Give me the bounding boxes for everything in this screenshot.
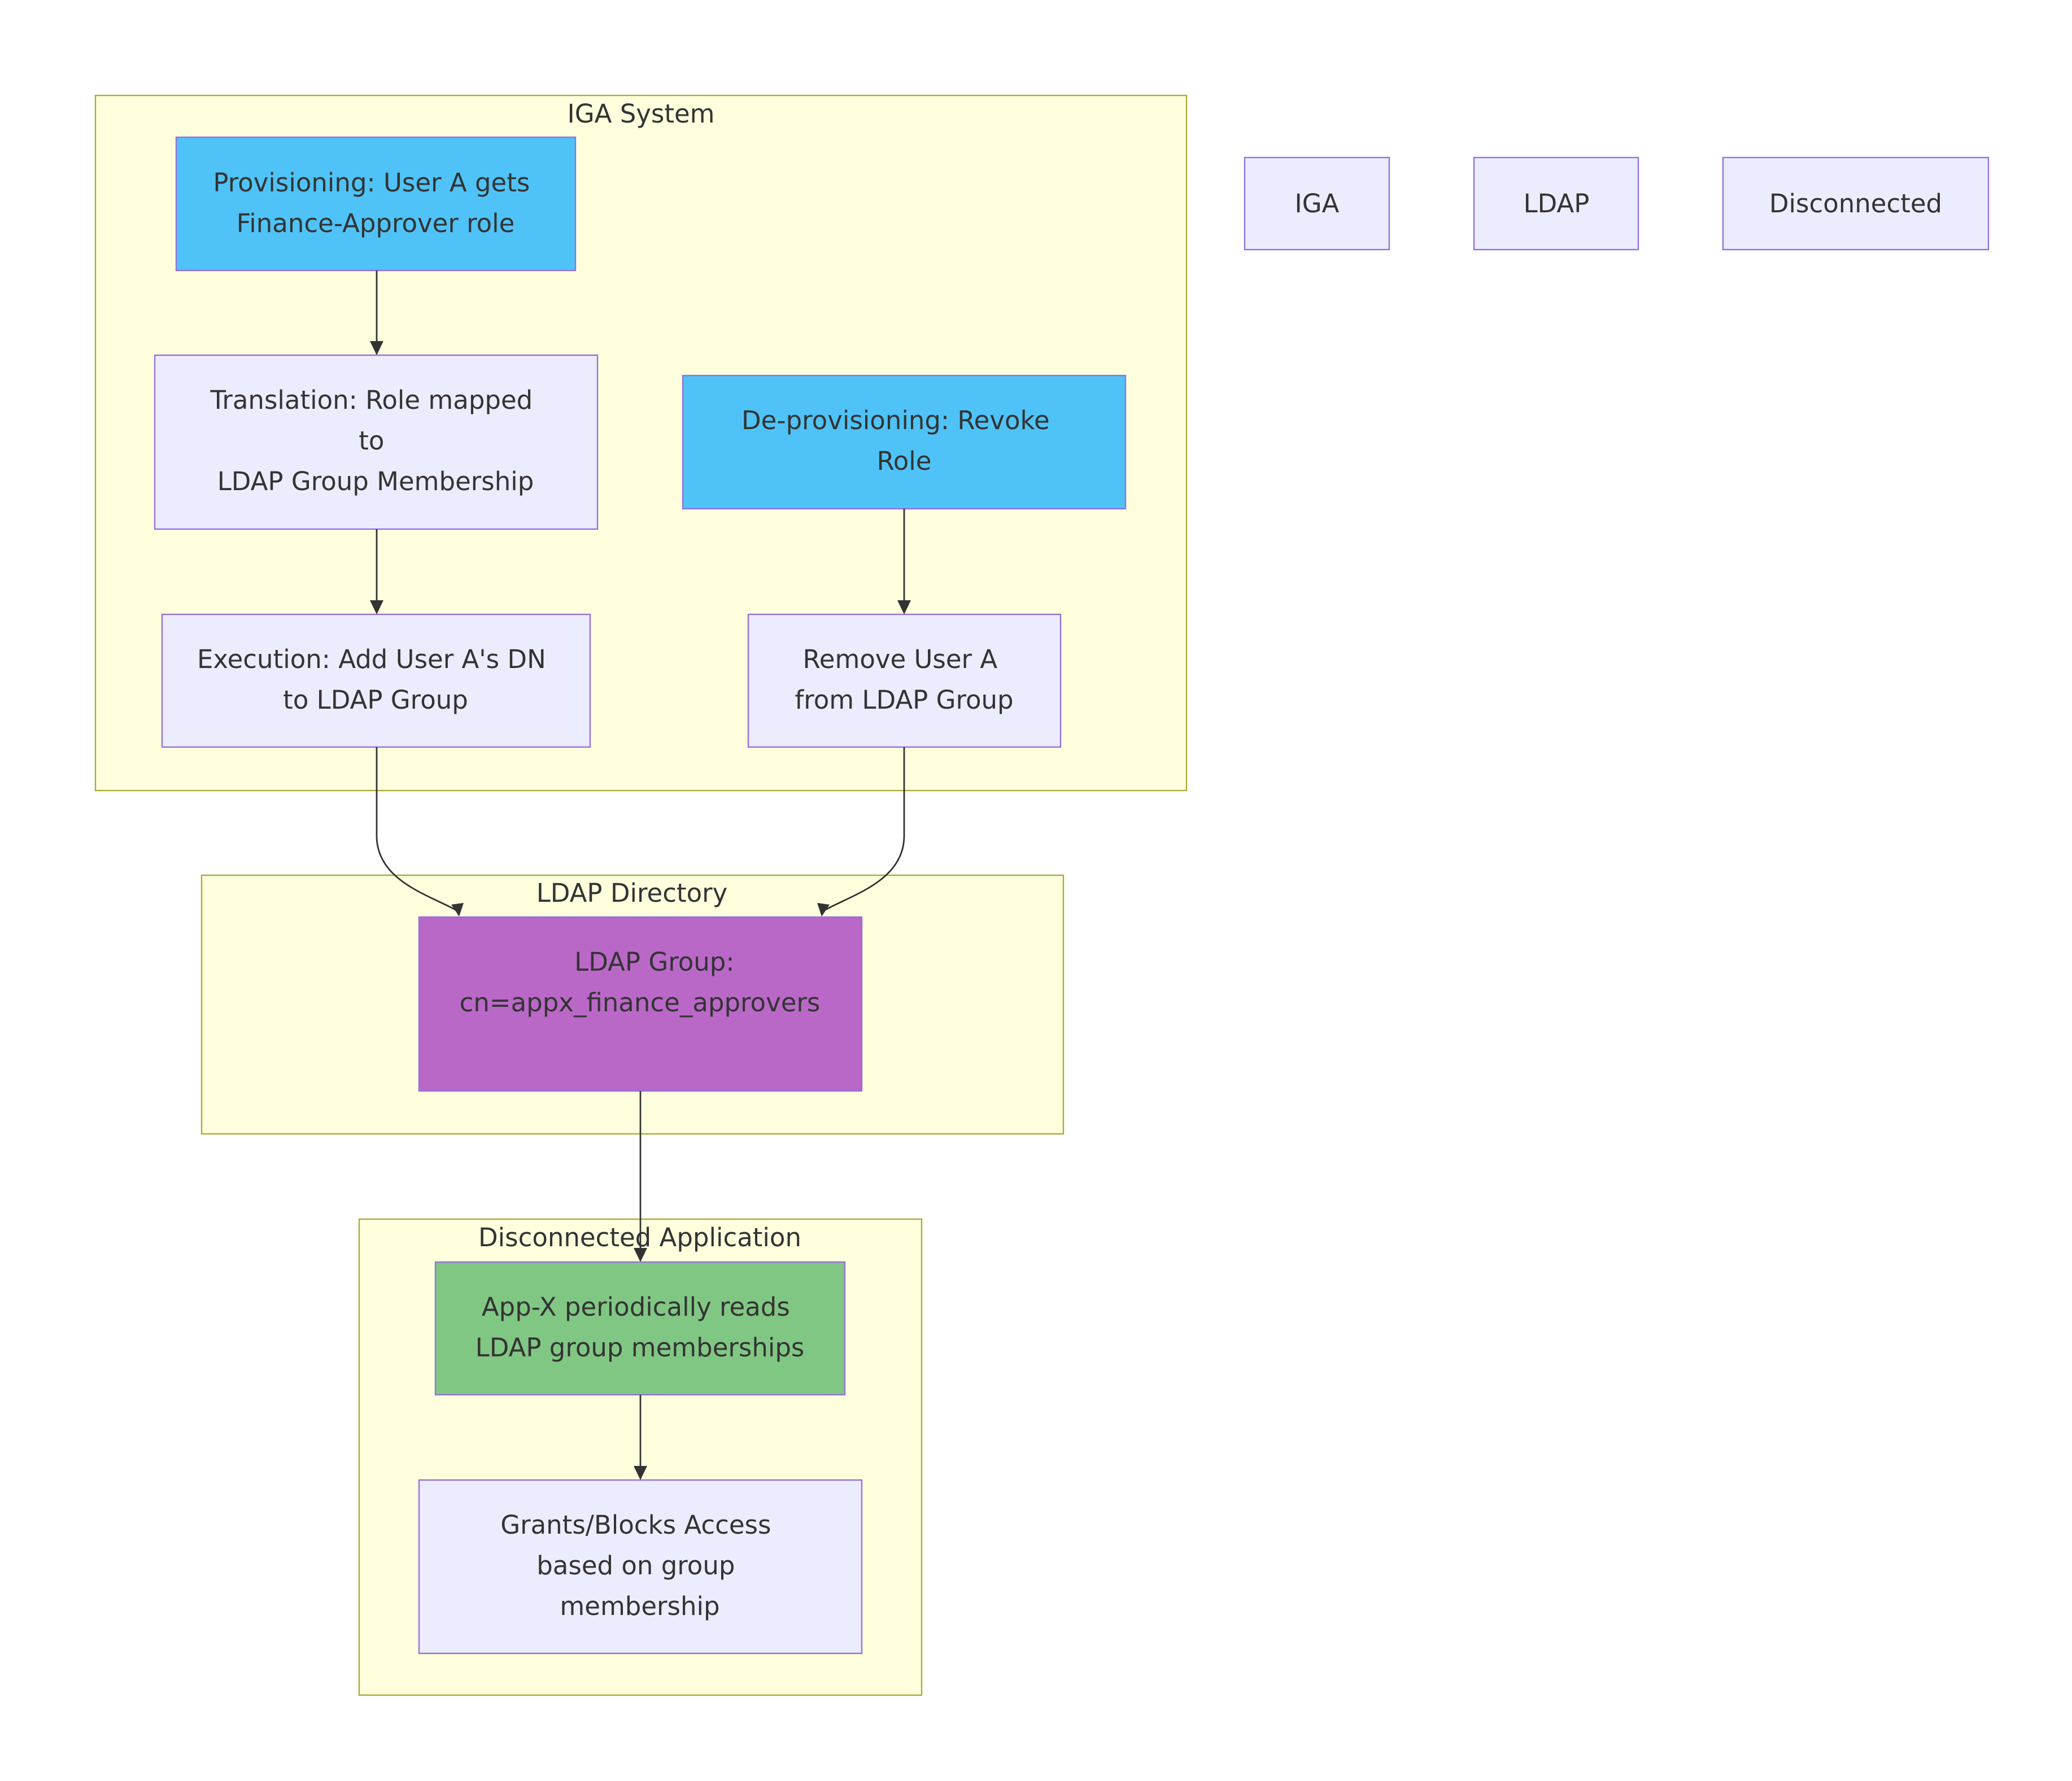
legend-iga-label: IGA — [1295, 189, 1340, 219]
arrow-deprovisioning-to-remove — [897, 600, 911, 614]
node-execution-line-1: Execution: Add User A's DN — [197, 644, 546, 674]
node-ldap-group[interactable]: LDAP Group: cn=appx_finance_approvers — [418, 916, 863, 1092]
node-deprovisioning-line-1: De-provisioning: Revoke — [741, 405, 1050, 435]
legend-disconnected-box — [1722, 156, 1990, 251]
node-translation-label: Translation: Role mapped to LDAP Group M… — [210, 385, 540, 496]
node-translation-box — [154, 354, 599, 530]
node-translation[interactable]: Translation: Role mapped to LDAP Group M… — [154, 354, 599, 530]
node-translation-line-1: Translation: Role mapped — [210, 385, 533, 415]
node-grants-access-line-2: based on group — [536, 1551, 735, 1581]
edge-remove-to-ldap-group — [824, 747, 905, 911]
cluster-iga-system-label: IGA System — [567, 99, 714, 129]
edges — [370, 270, 911, 1480]
node-app-reads-line-1: App-X periodically reads — [482, 1292, 790, 1322]
node-grants-access-box — [418, 1479, 863, 1655]
node-provisioning[interactable]: Provisioning: User A gets Finance-Approv… — [175, 136, 577, 272]
node-ldap-group-line-2: cn=appx_finance_approvers — [460, 988, 821, 1018]
node-deprovisioning-box — [682, 374, 1127, 510]
arrow-app-reads-to-grants — [634, 1466, 647, 1480]
arrow-ldap-group-to-app-reads — [634, 1248, 647, 1262]
node-remove-user-line-1: Remove User A — [803, 644, 998, 674]
arrow-translation-to-execution — [370, 600, 383, 614]
legend-iga[interactable]: IGA — [1244, 156, 1390, 251]
node-grants-access-label: Grants/Blocks Access based on group memb… — [500, 1510, 779, 1621]
node-ldap-group-label: LDAP Group: cn=appx_finance_approvers — [460, 947, 821, 1018]
node-execution[interactable]: Execution: Add User A's DN to LDAP Group — [161, 613, 591, 748]
cluster-ldap-directory-label: LDAP Directory — [536, 878, 728, 908]
node-grants-access-line-1: Grants/Blocks Access — [500, 1510, 771, 1540]
node-deprovisioning-label: De-provisioning: Revoke Role — [741, 405, 1058, 476]
node-execution-label: Execution: Add User A's DN to LDAP Group — [197, 644, 554, 715]
node-app-reads-line-2: LDAP group memberships — [476, 1333, 805, 1363]
node-remove-user-box — [747, 613, 1062, 748]
node-execution-line-2: to LDAP Group — [283, 685, 468, 715]
node-app-reads-label: App-X periodically reads LDAP group memb… — [476, 1292, 805, 1363]
node-translation-line-2: to — [359, 426, 384, 456]
node-grants-access-line-3: membership — [560, 1591, 719, 1621]
node-provisioning-label: Provisioning: User A gets Finance-Approv… — [213, 168, 538, 238]
node-app-reads-box — [434, 1261, 846, 1396]
legend-ldap[interactable]: LDAP — [1473, 156, 1639, 251]
legend-ldap-box — [1473, 156, 1639, 251]
legend-ldap-label: LDAP — [1524, 189, 1590, 219]
node-app-reads[interactable]: App-X periodically reads LDAP group memb… — [434, 1261, 846, 1396]
node-remove-user-line-2: from LDAP Group — [795, 685, 1013, 715]
node-provisioning-line-1: Provisioning: User A gets — [213, 168, 530, 198]
legend-disconnected-label: Disconnected — [1769, 189, 1942, 219]
node-deprovisioning[interactable]: De-provisioning: Revoke Role — [682, 374, 1127, 510]
arrow-execution-to-ldap-group — [451, 903, 464, 916]
node-translation-line-3: LDAP Group Membership — [217, 466, 534, 496]
node-remove-user[interactable]: Remove User A from LDAP Group — [747, 613, 1062, 748]
node-provisioning-box — [175, 136, 577, 272]
node-ldap-group-box — [418, 916, 863, 1092]
legend-iga-box — [1244, 156, 1390, 251]
arrow-remove-to-ldap-group — [817, 903, 830, 916]
node-ldap-group-line-1: LDAP Group: — [574, 947, 734, 977]
node-grants-access[interactable]: Grants/Blocks Access based on group memb… — [418, 1479, 863, 1655]
arrow-provisioning-to-translation — [370, 341, 383, 355]
node-deprovisioning-line-2: Role — [877, 446, 932, 476]
legend-disconnected[interactable]: Disconnected — [1722, 156, 1990, 251]
node-remove-user-label: Remove User A from LDAP Group — [795, 644, 1013, 715]
node-execution-box — [161, 613, 591, 748]
edge-execution-to-ldap-group — [376, 747, 457, 911]
node-provisioning-line-2: Finance-Approver role — [237, 208, 515, 238]
